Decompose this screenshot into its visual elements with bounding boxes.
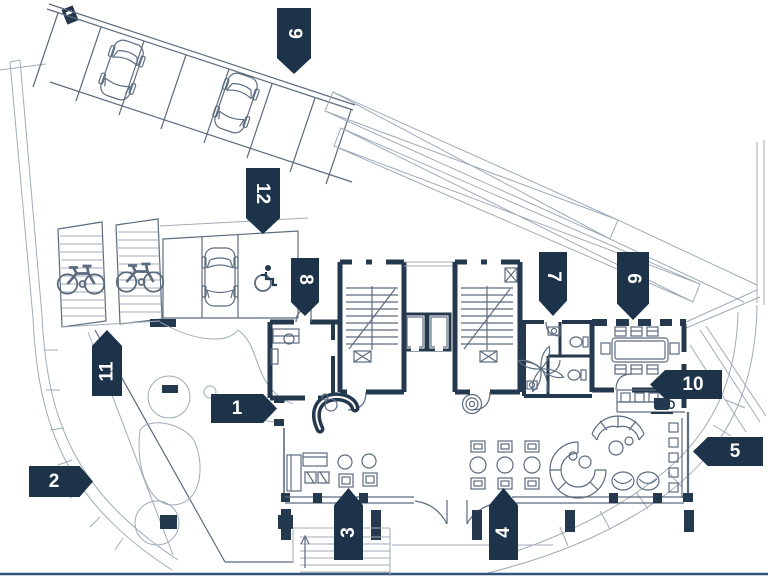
marker-label: 5 <box>729 441 741 462</box>
lobby-furniture <box>286 393 660 499</box>
marker-label: 12 <box>252 182 274 204</box>
elevator-bank <box>402 261 455 352</box>
bicycle-icon <box>56 264 106 296</box>
ground-parking <box>150 217 309 327</box>
marker-label: 1 <box>231 398 243 419</box>
marker-11[interactable]: 11 <box>92 330 122 396</box>
plant-icon <box>517 345 565 393</box>
marker-label: 6 <box>622 272 644 284</box>
office-room <box>267 307 340 401</box>
coffee-cup-icon <box>651 398 675 414</box>
curved-sofa <box>591 415 645 456</box>
marker-12[interactable]: 12 <box>246 168 280 234</box>
marker-10[interactable]: 10 <box>650 370 722 399</box>
marker-6[interactable]: 6 <box>617 252 649 320</box>
marker-label: 2 <box>48 471 60 492</box>
marker-2[interactable]: 2 <box>29 466 93 497</box>
marker-4[interactable]: 4 <box>489 488 518 560</box>
stair-core-left <box>337 258 407 411</box>
bike-parking <box>56 218 165 328</box>
table-set <box>469 440 541 490</box>
marker-label: 4 <box>492 526 514 538</box>
marker-8[interactable]: 8 <box>291 258 319 316</box>
stair-core-right <box>452 258 523 411</box>
marker-label: 10 <box>682 374 704 395</box>
marker-7[interactable]: 7 <box>539 252 567 316</box>
roads <box>0 5 768 576</box>
car-icon <box>201 247 239 307</box>
street-parking-row <box>32 3 356 185</box>
marker-label: 8 <box>294 273 316 285</box>
marker-label: 3 <box>337 526 359 538</box>
marker-label: 7 <box>542 270 564 282</box>
coffee-point <box>616 389 685 414</box>
marker-3[interactable]: 3 <box>334 488 363 560</box>
reception-desk <box>312 392 360 434</box>
plant-icon <box>461 393 483 415</box>
marker-5[interactable]: 5 <box>693 437 763 466</box>
facade-columns <box>281 509 694 540</box>
wc-area <box>517 320 592 398</box>
marker-label: 9 <box>283 27 305 39</box>
bar-counter <box>668 412 690 500</box>
marker-9[interactable]: 9 <box>277 8 311 74</box>
curved-sofa <box>549 441 607 499</box>
marker-label: 11 <box>96 360 118 382</box>
wheelchair-icon <box>254 265 277 292</box>
car-icon <box>94 36 150 104</box>
marker-1[interactable]: 1 <box>211 394 277 423</box>
ramp <box>324 91 758 303</box>
